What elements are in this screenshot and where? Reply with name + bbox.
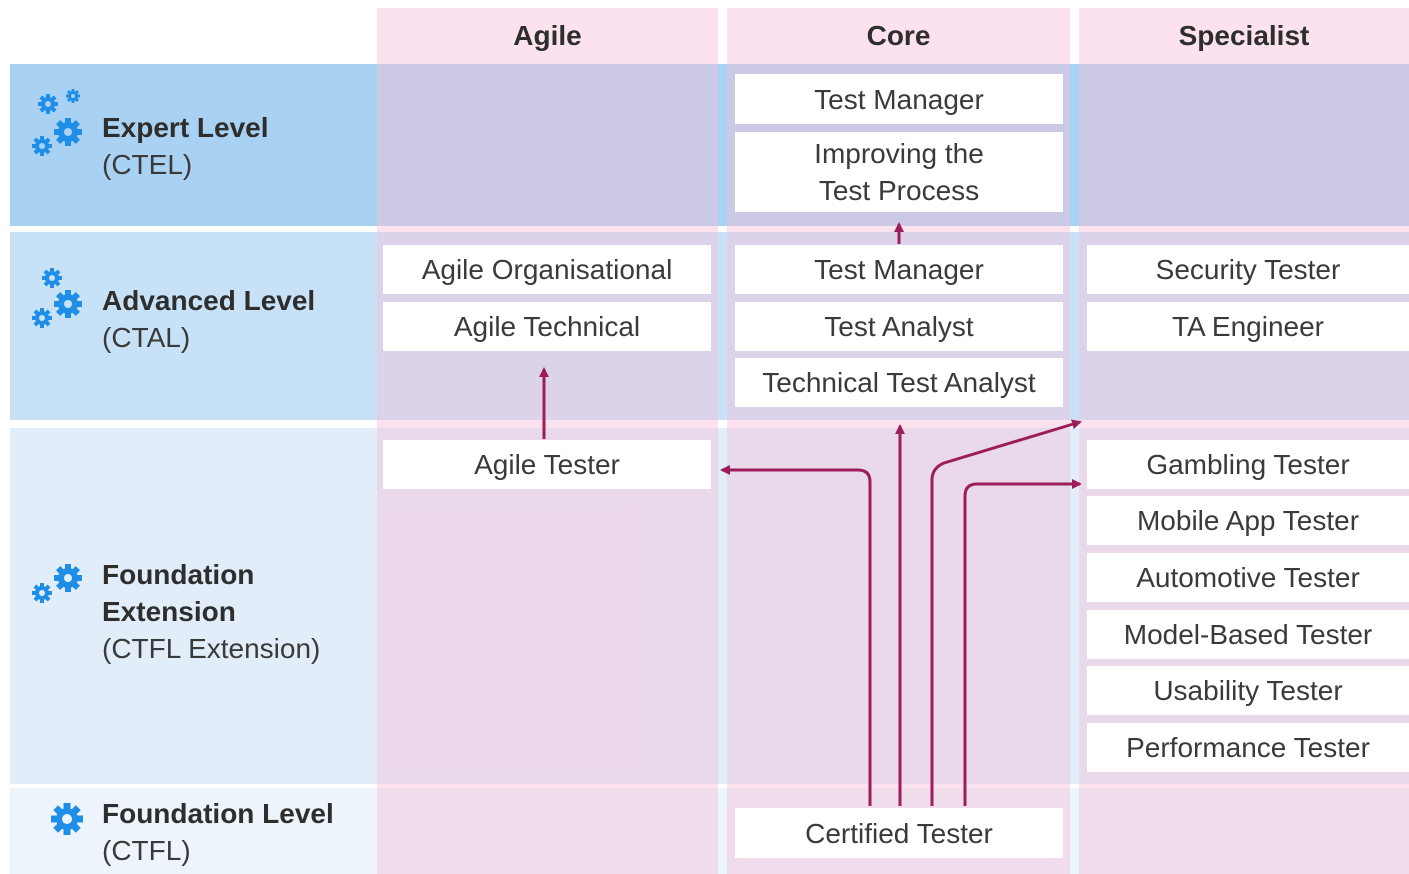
level-code: (CTEL) [102,149,193,180]
module-box: Test Analyst [735,302,1063,351]
arrow-certified-to-extension-specialist [963,479,1082,806]
module-box: Agile Tester [383,440,711,489]
module-box: Agile Technical [383,302,711,351]
module-box: Test Manager [735,245,1063,294]
extension-level-label: Foundation Extension (CTFL Extension) [102,556,320,667]
module-box: TA Engineer [1087,302,1409,351]
expert-level-label: Expert Level (CTEL) [102,109,269,183]
advanced-level-label: Advanced Level (CTAL) [102,282,315,356]
column-header-core: Core [866,20,931,51]
module-box: Gambling Tester [1087,440,1409,489]
module-box: Technical Test Analyst [735,358,1063,407]
gears-icon [28,86,88,165]
level-title: Foundation Level [102,798,334,829]
level-title: Expert Level [102,112,269,143]
level-title-line2: Extension [102,596,236,627]
module-box: Performance Tester [1087,723,1409,772]
column-header-agile: Agile [513,20,582,51]
module-box-improving-test-process: Improving the Test Process [735,132,1063,212]
level-title-line1: Foundation [102,559,255,590]
gear-icon [50,802,84,841]
module-box: Automotive Tester [1087,553,1409,602]
foundation-level-label: Foundation Level (CTFL) [102,795,334,869]
module-box-line: Test Process [818,175,980,206]
module-box: Model-Based Tester [1087,610,1409,659]
foundation-level-band [10,788,1409,874]
level-code: (CTAL) [102,322,191,353]
gears-icon [28,266,88,337]
arrow-certified-to-advanced-specialist [930,419,1082,806]
gears-icon [28,560,88,613]
level-code: (CTFL Extension) [102,633,321,664]
module-box-line: Improving the [814,138,984,169]
column-header-specialist: Specialist [1178,20,1310,51]
module-box: Certified Tester [735,808,1063,858]
module-box: Usability Tester [1087,666,1409,715]
expert-level-band [10,64,1409,226]
arrow-certified-to-agile-tester [720,465,872,806]
module-box: Agile Organisational [383,245,711,294]
module-box: Mobile App Tester [1087,496,1409,545]
module-box: Test Manager [735,74,1063,124]
level-title: Advanced Level [102,285,316,316]
level-code: (CTFL) [102,835,191,866]
module-box: Security Tester [1087,245,1409,294]
